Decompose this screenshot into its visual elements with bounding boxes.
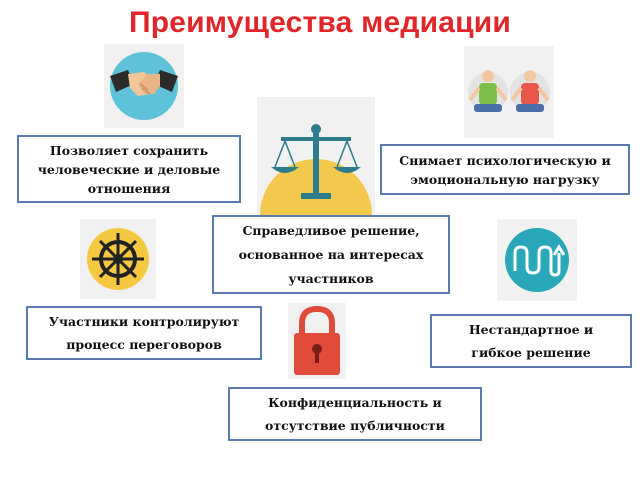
benefit-box-confidentiality: Конфиденциальность и отсутствие публично… — [228, 387, 482, 441]
benefit-text-line: гибкое решение — [471, 345, 591, 360]
benefit-text-line: Конфиденциальность и — [268, 395, 442, 410]
handshake-picture — [104, 44, 184, 128]
benefit-text-line: отношения — [87, 180, 171, 196]
padlock-icon — [288, 303, 346, 379]
benefit-box-fair-decision: Справедливое решение, основанное на инте… — [212, 215, 450, 294]
meditation-picture — [464, 46, 554, 138]
benefit-box-flexible-solution: Нестандартное и гибкое решение — [430, 314, 632, 368]
benefit-box-process-control: Участники контролируют процесс переговор… — [26, 306, 262, 360]
slide-title: Преимущества медиации — [128, 6, 512, 39]
benefit-text-line: человеческие и деловые — [37, 161, 221, 177]
benefit-text-line: эмоциональную нагрузку — [410, 171, 600, 187]
wavy-arrow-picture — [497, 219, 577, 301]
ship-wheel-picture — [80, 219, 156, 299]
meditation-icon — [464, 46, 554, 138]
wavy-arrow-icon — [497, 219, 577, 301]
scales-picture — [257, 97, 375, 215]
ship-wheel-icon — [80, 219, 156, 299]
benefit-text-line: основанное на интересах — [238, 246, 424, 262]
handshake-icon — [104, 44, 184, 128]
benefit-text-line: Снимает психологическую и — [399, 152, 611, 168]
benefit-text-line: участников — [288, 270, 374, 286]
padlock-picture — [288, 303, 346, 379]
benefit-box-relationships: Позволяет сохранить человеческие и делов… — [17, 135, 241, 203]
benefit-text-line: процесс переговоров — [66, 337, 222, 352]
benefit-box-stress-relief: Снимает психологическую и эмоциональную … — [380, 144, 630, 195]
benefit-text-line: Позволяет сохранить — [49, 142, 209, 158]
benefit-text-line: отсутствие публичности — [265, 418, 445, 433]
benefit-text-line: Участники контролируют — [48, 314, 240, 329]
benefit-text-line: Справедливое решение, — [242, 222, 420, 238]
benefit-text-line: Нестандартное и — [468, 322, 594, 337]
scales-icon — [257, 97, 375, 215]
